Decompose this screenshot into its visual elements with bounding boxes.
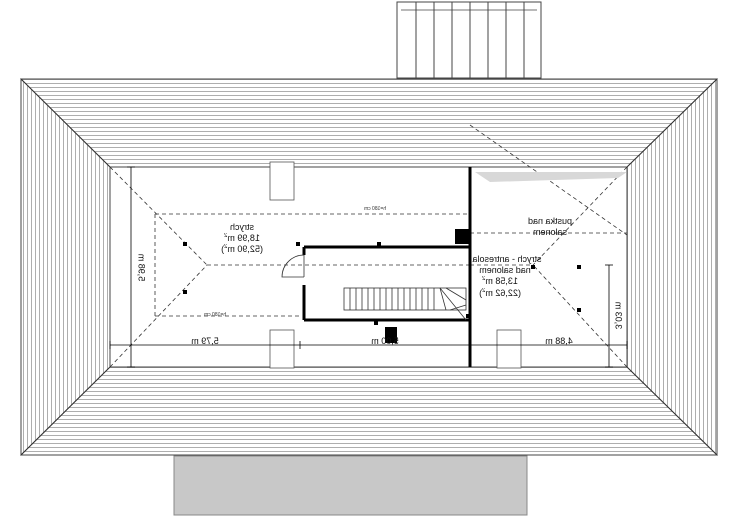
top-balcony [396,1,542,79]
chimney [455,229,470,244]
dimension-lines [109,166,628,368]
mezzanine-area-value: 13,58 m [485,276,518,286]
dimension-middle-width: 5,00 m [371,336,399,346]
post-markers [183,242,581,325]
label-attic-left-name: strych [230,222,255,232]
label-mezzanine-name: strych - antresola [472,254,542,264]
attic-floor-area [109,166,628,368]
attic-left-total-close: ) [221,244,225,254]
roof-windows [269,161,522,369]
label-void-sub: salonem [532,227,568,237]
void-fill [475,172,627,182]
mezzanine-total-close: ) [479,288,483,298]
roof-outline [20,78,718,456]
mezzanine-area-sup: 2 [482,276,486,282]
walls [302,167,472,367]
dimension-right-width: 4,88 m [545,336,573,346]
dimension-left-width: 5,79 m [191,336,219,346]
attic-left-total-value: (52,90 m [227,244,263,254]
mezzanine-total-value: (22,62 m [485,288,521,298]
attic-left-area-sup: 2 [224,233,228,239]
label-attic-left-total: (52,90 m2) [212,244,272,255]
dimension-left-depth: 5,98 m [136,253,147,282]
hip-lines [109,124,628,368]
chimney-lower [385,327,397,343]
label-height-top: h=180 cm [363,206,387,212]
label-height-bottom: h=180 cm [203,312,227,318]
attic-left-area-value: 18,99 m [227,233,260,243]
attic-left-total-sup: 2 [224,244,228,250]
label-void-name: pustka nad [527,216,573,226]
dimension-right-depth: 3,03 m [613,301,624,330]
label-mezzanine-area: 13,58 m2 [470,276,530,287]
label-attic-left-area: 18,99 m2 [212,233,272,244]
lower-terrace-slab [173,455,528,516]
label-mezzanine-total: (22,62 m2) [470,288,530,299]
label-mezzanine-sub: nad salonem [479,265,531,275]
mezzanine-total-sup: 2 [482,288,486,294]
door [281,254,305,278]
staircase [343,287,467,321]
